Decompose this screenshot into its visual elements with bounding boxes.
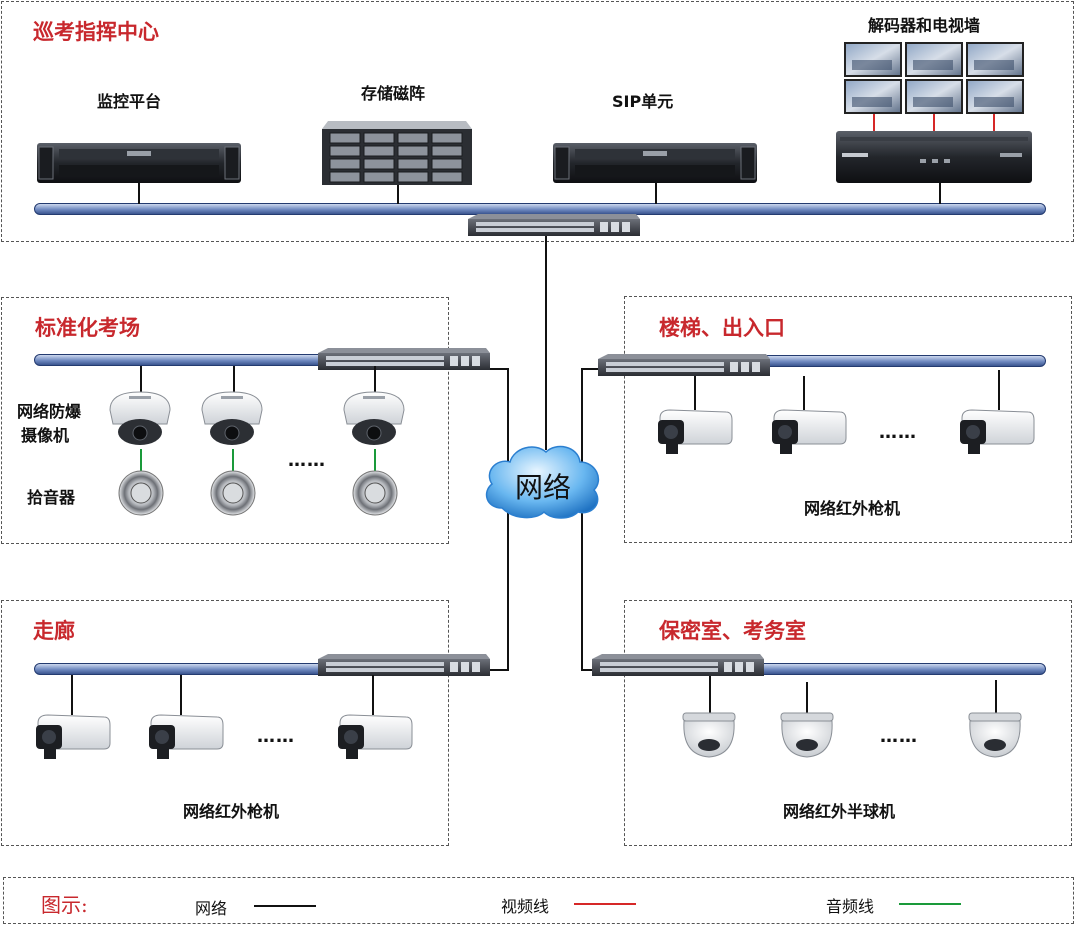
exam-cam-3-drop xyxy=(374,366,376,392)
decoder-icon xyxy=(836,131,1032,183)
corridor-cam-3-drop xyxy=(372,675,374,715)
stairs-switch-link-v xyxy=(581,368,583,468)
ir-bullet-camera-icon xyxy=(960,409,1035,454)
exam-room-switch-icon xyxy=(318,348,490,370)
stairs-bus xyxy=(740,355,1046,367)
corridor-bus xyxy=(34,663,334,675)
audio-line-2 xyxy=(232,449,234,471)
secret-room-device-label: 网络红外半球机 xyxy=(783,802,896,821)
secret-cam-3-drop xyxy=(995,680,997,714)
exam-room-bus xyxy=(34,354,334,366)
decoder-drop xyxy=(939,183,941,204)
exam-room-title: 标准化考场 xyxy=(35,315,140,340)
stairs-ellipsis: …… xyxy=(879,422,917,443)
secret-room-bus xyxy=(740,663,1046,675)
exam-room-zone xyxy=(1,297,449,544)
stairs-cam-1-drop xyxy=(694,376,696,410)
storage-array-drop xyxy=(397,185,399,204)
exam-cam-2-drop xyxy=(233,366,235,392)
legend-item-audio-swatch xyxy=(899,903,961,905)
corridor-ellipsis: …… xyxy=(257,726,295,747)
secret-room-zone xyxy=(624,600,1072,846)
secret-switch-link-h xyxy=(581,669,593,671)
stairs-cam-3-drop xyxy=(998,370,1000,410)
monitor-platform-server-icon xyxy=(37,143,241,183)
network-cloud-label: 网络 xyxy=(515,471,572,504)
exam-cam-1-drop xyxy=(140,366,142,392)
ir-bullet-camera-icon xyxy=(36,714,111,759)
core-switch-uplink xyxy=(545,236,547,450)
explosion-proof-camera-label-line2: 摄像机 xyxy=(21,426,70,445)
legend-item-video-swatch xyxy=(574,903,636,905)
corridor-title: 走廊 xyxy=(33,618,75,643)
exam-switch-link-v xyxy=(507,368,509,468)
sip-unit-server-icon xyxy=(553,143,757,183)
explosion-proof-dome-camera-icon xyxy=(201,391,263,445)
secret-switch-link-v xyxy=(581,505,583,671)
legend-item-network-swatch xyxy=(254,905,316,907)
stairs-device-label: 网络红外枪机 xyxy=(804,499,901,518)
audio-line-3 xyxy=(374,449,376,471)
tv-wall-icon xyxy=(844,42,1024,114)
corridor-switch-icon xyxy=(318,654,490,676)
ir-bullet-camera-icon xyxy=(658,409,733,454)
sip-unit-label: SIP单元 xyxy=(612,92,674,111)
stairs-title: 楼梯、出入口 xyxy=(659,315,785,340)
video-line-1 xyxy=(873,114,875,132)
decoder-tv-wall-label: 解码器和电视墙 xyxy=(868,16,981,35)
secret-room-switch-icon xyxy=(592,654,764,676)
stairs-cam-2-drop xyxy=(803,376,805,410)
secret-cam-1-drop xyxy=(709,676,711,714)
video-line-2 xyxy=(933,114,935,132)
explosion-proof-camera-label-line1: 网络防爆 xyxy=(17,402,82,421)
exam-switch-link-h xyxy=(488,368,508,370)
ir-half-dome-camera-icon xyxy=(682,712,736,758)
legend-item-audio-label: 音频线 xyxy=(826,897,875,916)
pickup-mic-icon xyxy=(210,470,256,516)
stairs-zone xyxy=(624,296,1072,543)
ir-bullet-camera-icon xyxy=(149,714,224,759)
ir-bullet-camera-icon xyxy=(772,409,847,454)
video-line-3 xyxy=(993,114,995,132)
ir-half-dome-camera-icon xyxy=(968,712,1022,758)
legend-item-video-label: 视频线 xyxy=(501,897,550,916)
explosion-proof-dome-camera-icon xyxy=(109,391,171,445)
corridor-zone xyxy=(1,600,449,846)
monitor-platform-drop xyxy=(138,183,140,204)
legend-item-network-label: 网络 xyxy=(195,899,228,918)
pickup-mic-icon xyxy=(352,470,398,516)
stairs-switch-link-h xyxy=(581,368,601,370)
core-switch-icon xyxy=(468,214,640,236)
network-cloud-icon xyxy=(485,445,600,519)
ir-half-dome-camera-icon xyxy=(780,712,834,758)
corridor-switch-link-h xyxy=(488,669,509,671)
explosion-proof-dome-camera-icon xyxy=(343,391,405,445)
command-center-title: 巡考指挥中心 xyxy=(33,19,159,44)
audio-line-1 xyxy=(140,449,142,471)
command-center-zone xyxy=(1,1,1074,242)
pickup-mic-label: 拾音器 xyxy=(27,488,76,507)
ir-bullet-camera-icon xyxy=(338,714,413,759)
secret-room-title: 保密室、考务室 xyxy=(659,618,806,643)
secret-cam-2-drop xyxy=(806,682,808,714)
corridor-switch-link-v xyxy=(507,505,509,671)
storage-array-icon xyxy=(322,121,472,185)
secret-room-ellipsis: …… xyxy=(880,726,918,747)
corridor-cam-1-drop xyxy=(71,675,73,715)
legend-title: 图示: xyxy=(41,893,88,917)
sip-unit-drop xyxy=(655,183,657,204)
monitor-platform-label: 监控平台 xyxy=(97,92,162,111)
storage-array-label: 存储磁阵 xyxy=(361,84,426,103)
exam-room-ellipsis: …… xyxy=(288,450,326,471)
corridor-cam-2-drop xyxy=(180,675,182,715)
legend-zone xyxy=(3,877,1074,924)
pickup-mic-icon xyxy=(118,470,164,516)
corridor-device-label: 网络红外枪机 xyxy=(183,802,280,821)
stairs-switch-icon xyxy=(598,354,770,376)
